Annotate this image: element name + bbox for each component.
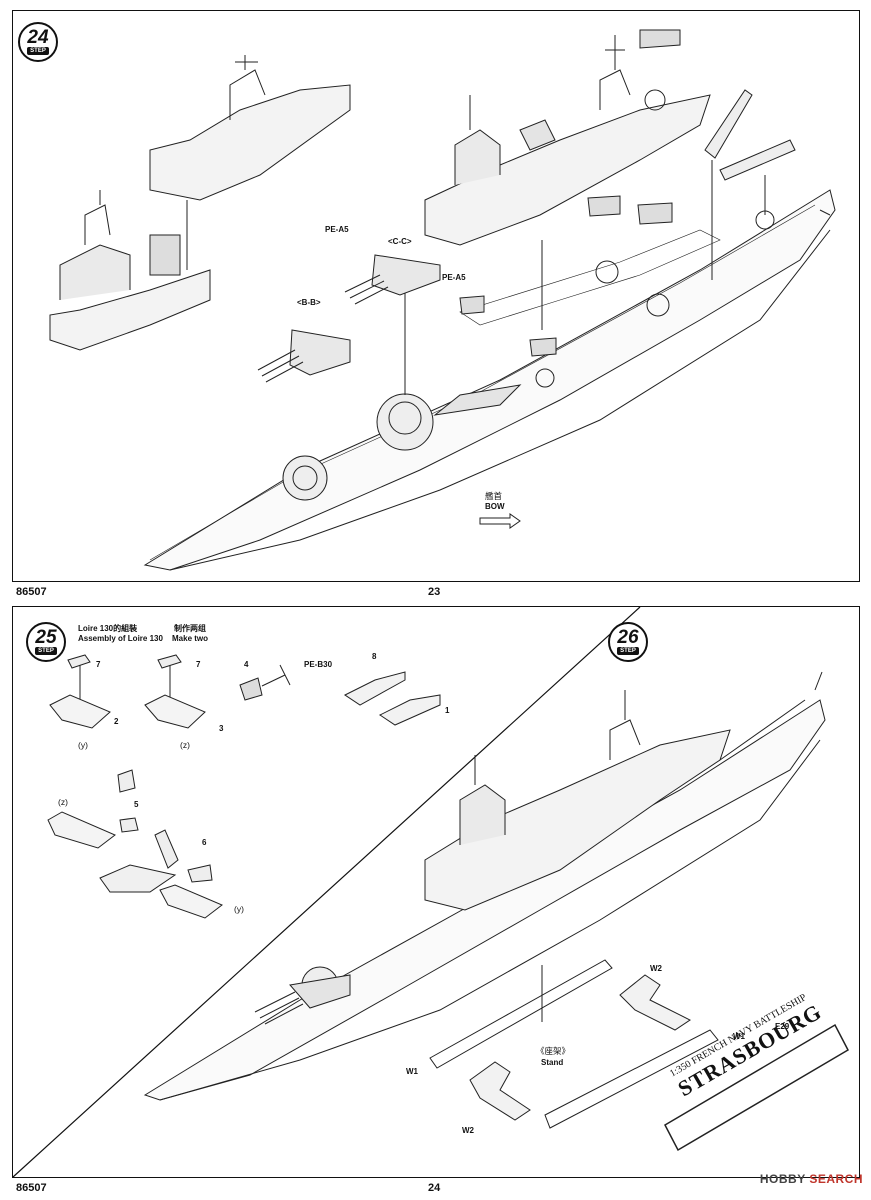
label-bow-cn: 艦首 xyxy=(485,491,503,501)
part-7b: 7 xyxy=(196,660,201,669)
superstructure-assembly-center xyxy=(404,29,711,395)
part-4: 4 xyxy=(244,660,249,669)
watermark-suffix: SEARCH xyxy=(809,1172,863,1186)
loire-title: Loire 130的組裝 Assembly of Loire 130 xyxy=(78,624,163,644)
product-code: 86507 xyxy=(16,586,47,598)
superstructure-assembly-left xyxy=(49,55,351,351)
step-24-badge: 24 STEP xyxy=(18,22,58,62)
tag-z2: (z) xyxy=(58,797,68,807)
stand-en: Stand xyxy=(541,1058,564,1067)
step-word: STEP xyxy=(27,47,49,55)
stand-w2-bottom: W2 xyxy=(462,1126,474,1135)
product-code-bottom: 86507 xyxy=(16,1182,47,1194)
step-25-badge: 25 STEP xyxy=(26,622,66,662)
part-5: 5 xyxy=(134,800,139,809)
watermark-brand: HOBBY xyxy=(759,1172,806,1186)
stand-w2-top: W2 xyxy=(650,964,662,973)
hull-top xyxy=(143,189,836,571)
part-1: 1 xyxy=(445,706,450,715)
watermark: HOBBY SEARCH xyxy=(760,1172,863,1186)
stand-cn: 《座架》 xyxy=(536,1046,571,1056)
float-assembly-y xyxy=(49,654,111,729)
make-two-note: 制作两组 Make two xyxy=(172,624,208,644)
hull-halves xyxy=(344,671,441,726)
make-two-cn: 制作两组 xyxy=(174,624,206,633)
turret-c-c xyxy=(344,254,441,305)
float-assembly-z xyxy=(144,654,206,729)
finished-ship xyxy=(143,671,826,1101)
part-7a: 7 xyxy=(96,660,101,669)
wing-assembly xyxy=(47,769,223,919)
label-section-bb: <B-B> xyxy=(297,298,321,307)
stand-e29: E29 xyxy=(775,1022,790,1031)
label-bow-en: BOW xyxy=(485,502,505,511)
part-pe-b30: PE-B30 xyxy=(304,660,333,669)
stand xyxy=(429,959,719,1129)
engine-assembly xyxy=(239,664,291,701)
nameplate-frame xyxy=(664,1023,849,1152)
part-8: 8 xyxy=(372,652,377,661)
label-section-cc: <C-C> xyxy=(388,237,412,246)
part-2: 2 xyxy=(114,717,119,726)
secondary-turrets xyxy=(459,195,673,357)
part-3: 3 xyxy=(219,724,224,733)
tag-y2: (y) xyxy=(234,904,244,914)
part-6: 6 xyxy=(202,838,207,847)
step-26-badge: 26 STEP xyxy=(608,622,648,662)
step-number: 26 xyxy=(617,627,639,648)
label-pe-a5-right: PE-A5 xyxy=(442,273,466,282)
crane xyxy=(704,89,796,280)
step-word: STEP xyxy=(617,647,639,655)
stand-w1-left: W1 xyxy=(406,1067,418,1076)
tag-z1: (z) xyxy=(180,740,190,750)
loire-title-cn: Loire 130的組裝 xyxy=(78,624,138,633)
label-pe-a5-left: PE-A5 xyxy=(325,225,349,234)
turret-b-b xyxy=(257,329,351,383)
page-number: 23 xyxy=(428,586,441,598)
stand-w1-right: W1 xyxy=(733,1032,745,1041)
step-number: 24 xyxy=(27,27,49,48)
page-number-bottom: 24 xyxy=(428,1182,441,1194)
step-number: 25 xyxy=(35,627,57,648)
tag-y1: (y) xyxy=(78,740,88,750)
step-word: STEP xyxy=(35,647,57,655)
loire-title-en: Assembly of Loire 130 xyxy=(78,634,163,643)
make-two-en: Make two xyxy=(172,634,209,643)
